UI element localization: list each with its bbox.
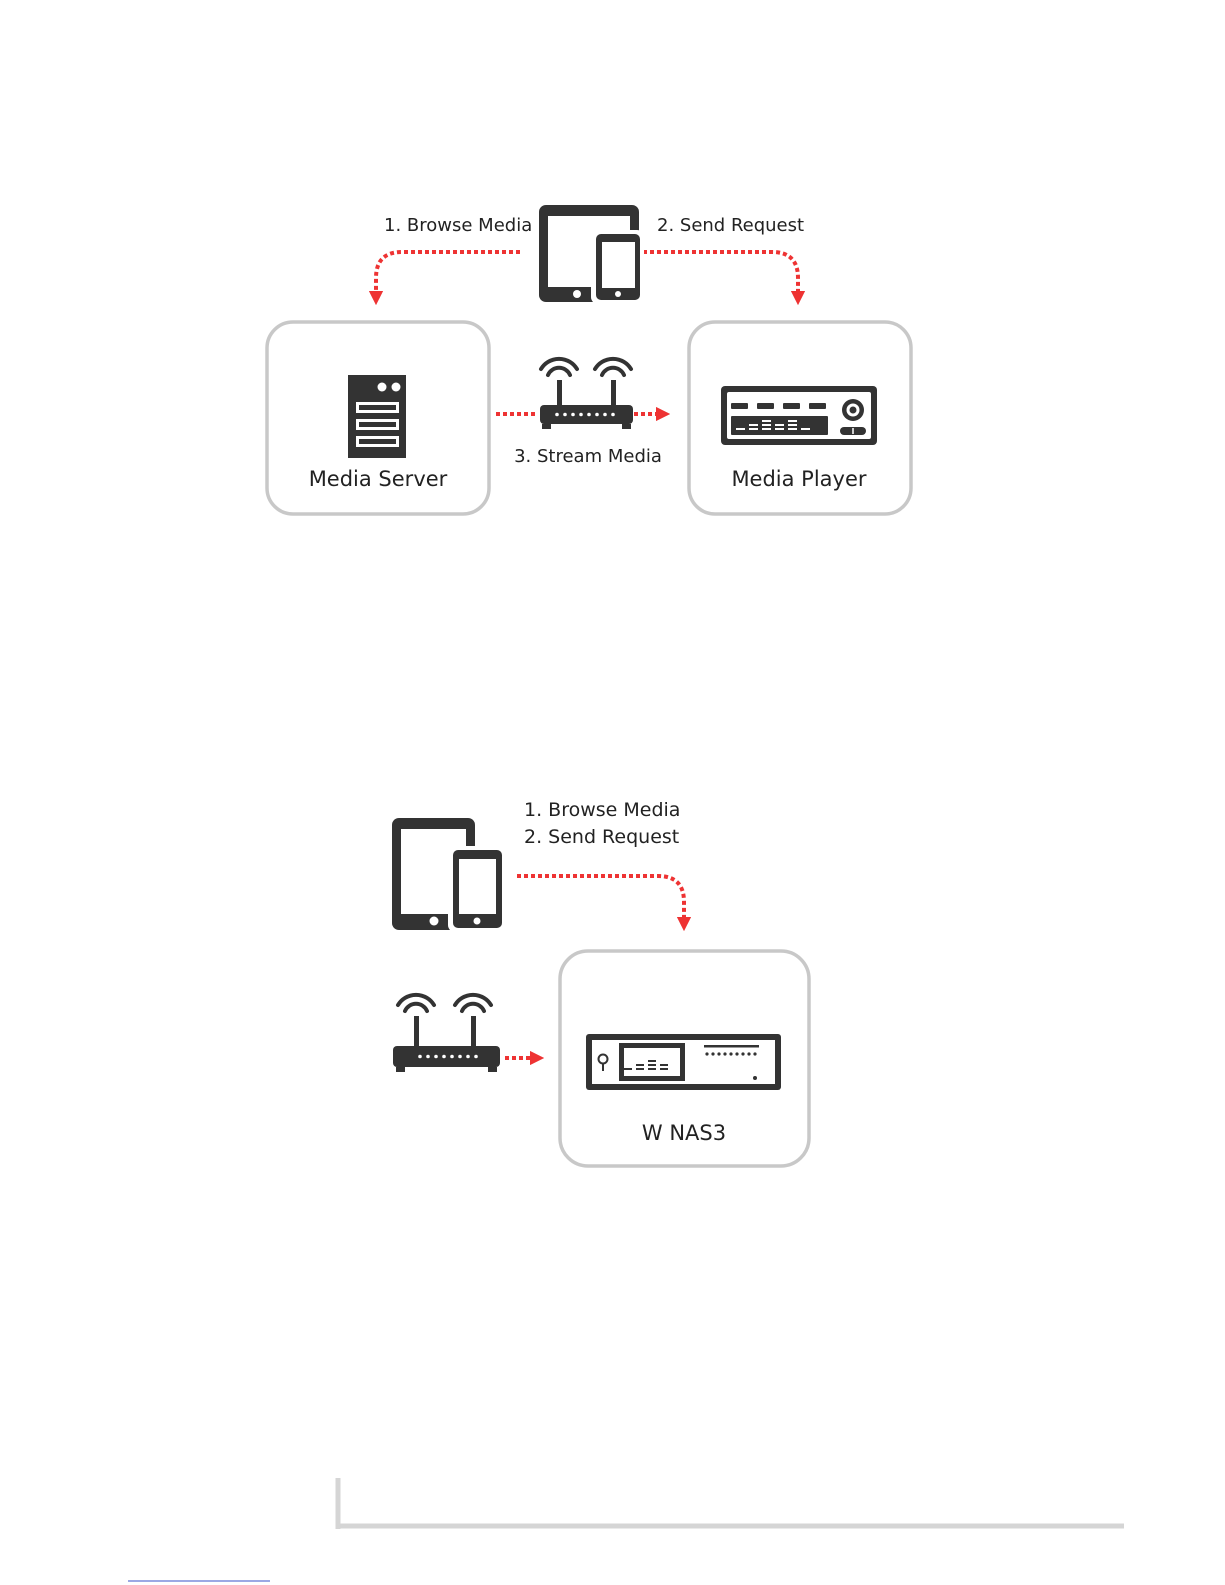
media-player-label: Media Player: [731, 467, 866, 491]
diagram-2: 1. Browse Media 2. Send Request: [392, 799, 809, 1166]
tablet-phone-icon: [539, 205, 644, 304]
step1-label: 1. Browse Media: [384, 215, 532, 236]
router-icon-2: [393, 995, 500, 1072]
tablet-phone-icon-2: [392, 818, 506, 932]
media-server-label: Media Server: [309, 467, 448, 491]
step3-label: 3. Stream Media: [514, 446, 662, 467]
request-arrow: [517, 876, 684, 924]
router-icon: [540, 359, 633, 429]
w-nas3-label: W NAS3: [642, 1121, 726, 1145]
step1-label-2: 1. Browse Media: [524, 799, 680, 821]
diagram-1: 1. Browse Media 2. Send Request Media Se…: [267, 205, 911, 514]
footer-frame: [128, 1478, 1124, 1581]
media-player-icon: [721, 386, 877, 445]
server-rack-icon: [348, 375, 406, 458]
step2-label-2: 2. Send Request: [524, 826, 679, 848]
send-request-arrow: [643, 252, 798, 298]
step2-label: 2. Send Request: [657, 215, 804, 236]
browse-media-arrow: [376, 252, 520, 298]
nas-device-icon: [586, 1034, 781, 1090]
